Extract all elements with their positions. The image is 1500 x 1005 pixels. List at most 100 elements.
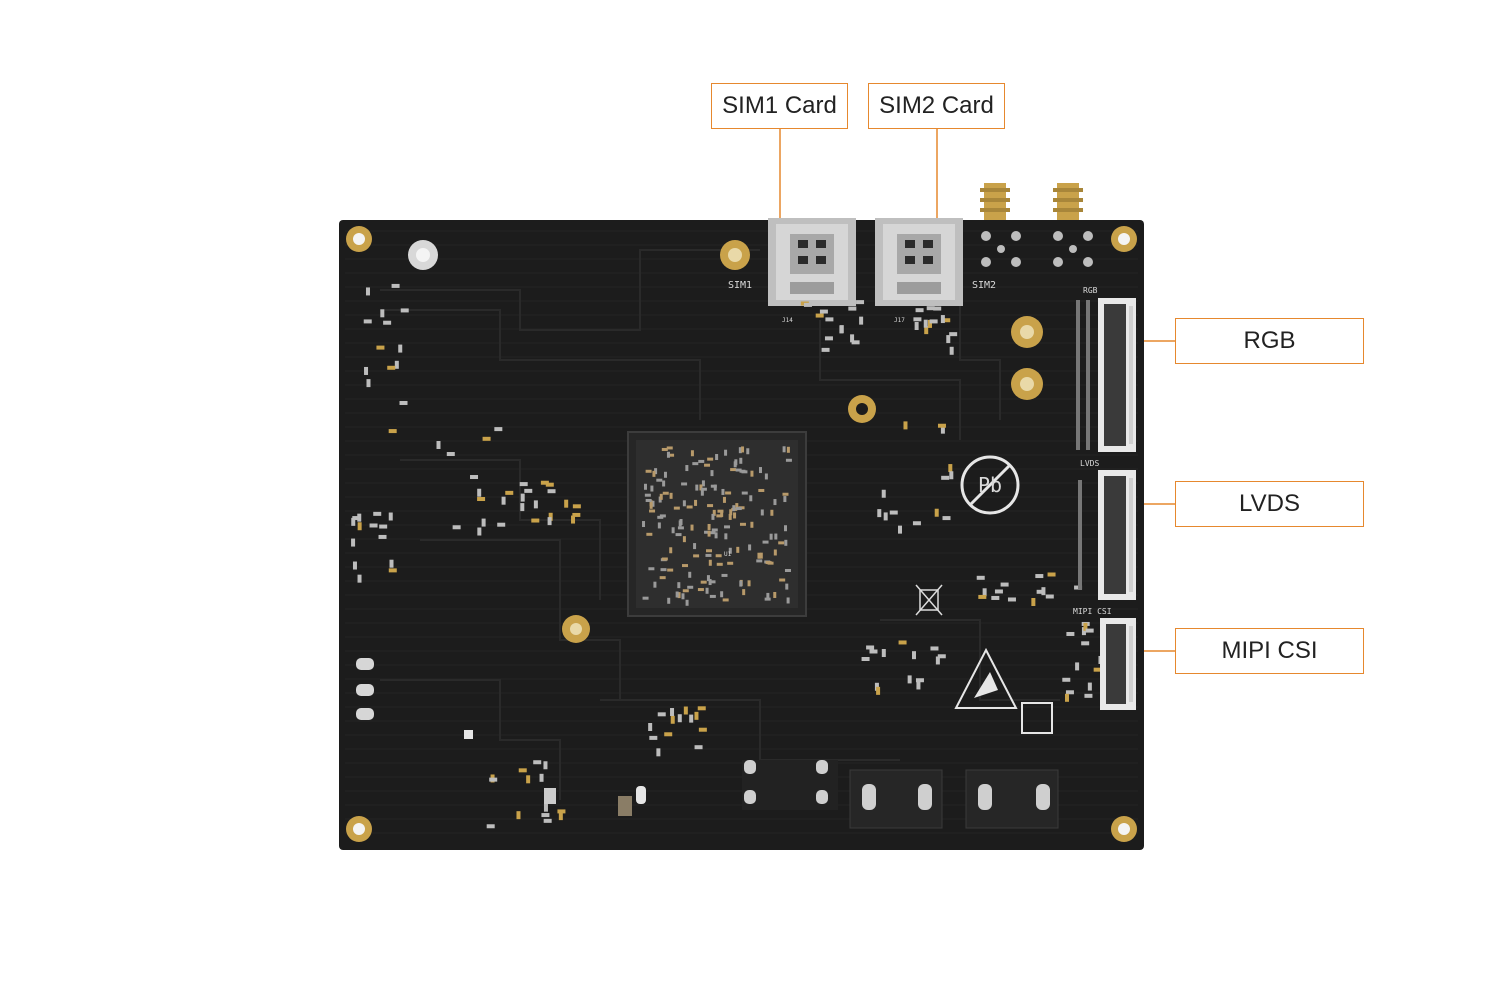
smd-part xyxy=(662,491,669,495)
smd-part xyxy=(399,400,408,405)
silk-pb: Pb xyxy=(978,473,1002,497)
smd-part xyxy=(383,320,392,325)
smd-part xyxy=(694,499,698,506)
smd-part xyxy=(531,518,540,523)
smd-part xyxy=(782,446,786,453)
smd-part xyxy=(654,468,658,475)
smd-part xyxy=(889,510,898,515)
smd-part xyxy=(1087,682,1092,691)
smd-part xyxy=(712,509,716,516)
smd-part xyxy=(366,379,371,388)
smd-part xyxy=(786,446,790,453)
smd-part xyxy=(667,568,674,572)
smd-part xyxy=(933,306,942,311)
smd-part xyxy=(649,509,656,513)
smd-part xyxy=(685,465,689,472)
smd-part xyxy=(803,302,812,307)
connector-pin-rows xyxy=(1076,300,1090,590)
smd-part xyxy=(477,497,486,502)
smd-part xyxy=(681,593,685,600)
smd-part xyxy=(821,347,830,352)
smd-part xyxy=(394,360,399,369)
silk-sim2: SIM2 xyxy=(972,280,996,291)
smd-part xyxy=(1035,574,1044,579)
smd-part xyxy=(733,512,737,519)
smd-part xyxy=(497,522,506,527)
smd-part xyxy=(784,539,788,546)
smd-part xyxy=(558,812,563,821)
smd-part xyxy=(786,597,790,604)
silk-sim1: SIM1 xyxy=(728,280,752,291)
smd-part xyxy=(660,568,667,572)
smd-part xyxy=(1062,677,1071,682)
smd-part xyxy=(881,649,886,658)
smd-part xyxy=(704,463,711,467)
smd-part xyxy=(357,574,362,583)
smd-part xyxy=(760,509,764,516)
smd-part xyxy=(673,506,680,510)
smd-part xyxy=(883,512,888,521)
silk-j14: J14 xyxy=(782,317,793,324)
smd-part xyxy=(481,518,486,527)
smd-part xyxy=(859,316,864,325)
smd-part xyxy=(698,459,705,463)
smd-part xyxy=(741,491,748,495)
bottom-connectors xyxy=(356,658,1059,829)
smd-part xyxy=(715,554,722,558)
smd-part xyxy=(907,675,912,684)
smd-part xyxy=(651,500,655,507)
smd-part xyxy=(690,450,694,457)
smd-part xyxy=(682,589,689,593)
smd-part xyxy=(784,525,788,532)
smd-part xyxy=(722,496,726,503)
smd-part xyxy=(1065,690,1074,695)
smd-part xyxy=(704,530,711,534)
smd-part xyxy=(949,471,954,480)
smd-part xyxy=(516,811,521,820)
smd-part xyxy=(785,583,789,590)
smd-part xyxy=(656,478,663,482)
smd-part xyxy=(733,461,737,468)
smd-part xyxy=(543,761,548,770)
smd-part xyxy=(526,775,531,784)
smd-part xyxy=(848,306,857,311)
smd-part xyxy=(687,585,694,589)
smd-part xyxy=(379,524,388,529)
smd-part xyxy=(750,470,754,477)
smd-part xyxy=(869,649,878,654)
smd-part xyxy=(701,480,705,487)
silk-rgb: RGB xyxy=(1083,286,1098,295)
smd-part xyxy=(720,510,724,517)
smd-part xyxy=(927,319,932,328)
smd-part xyxy=(711,528,718,532)
smd-part xyxy=(545,482,554,487)
smd-part xyxy=(724,533,728,540)
smd-part xyxy=(765,561,772,565)
smd-part xyxy=(682,536,686,543)
smd-part xyxy=(486,824,495,829)
smd-part xyxy=(692,462,699,466)
smd-part xyxy=(643,483,647,490)
smd-part xyxy=(710,484,717,488)
smd-part xyxy=(524,488,533,493)
smd-part xyxy=(666,451,670,458)
smd-part xyxy=(670,708,675,717)
smd-part xyxy=(728,547,732,554)
smd-part xyxy=(727,561,734,565)
smd-part xyxy=(662,480,666,487)
smd-part xyxy=(571,515,576,524)
mipi-csi-connector xyxy=(1100,618,1136,710)
smd-part xyxy=(518,768,527,773)
smd-part xyxy=(705,587,709,594)
smd-part xyxy=(693,554,700,558)
smd-part xyxy=(815,313,824,318)
smd-part xyxy=(669,547,673,554)
smd-part xyxy=(378,534,387,539)
smd-part xyxy=(1093,667,1102,672)
smd-part xyxy=(779,578,786,582)
smd-part xyxy=(541,813,550,818)
smd-part xyxy=(693,543,697,550)
smd-part xyxy=(911,651,916,660)
smd-part xyxy=(948,464,953,473)
smd-part xyxy=(916,681,921,690)
